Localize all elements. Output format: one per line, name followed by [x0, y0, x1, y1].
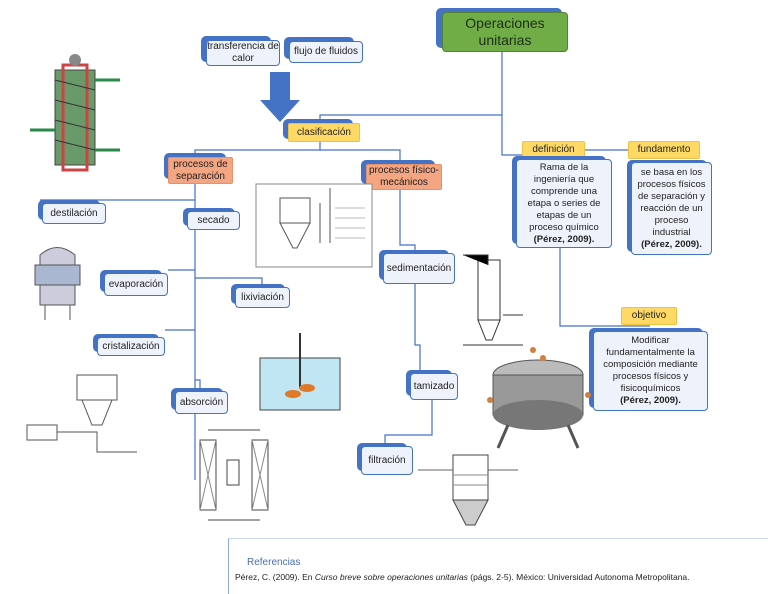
- title-node: Operaciones unitarias: [442, 12, 568, 52]
- citation-book-title: Curso breve sobre operaciones unitarias: [314, 572, 468, 582]
- spray-dryer-illustration: [255, 183, 373, 268]
- objective-citation: (Pérez, 2009).: [620, 395, 681, 406]
- fundament-citation: (Pérez, 2009).: [641, 238, 702, 250]
- node-classification: clasificación: [288, 123, 360, 142]
- absorption-columns-illustration: [199, 429, 269, 521]
- definition-citation: (Pérez, 2009).: [533, 233, 595, 245]
- label-objetivo: objetivo: [621, 307, 677, 325]
- references-section: Referencias Pérez, C. (2009). En Curso b…: [228, 538, 768, 594]
- vibrating-sieve-illustration: [487, 347, 591, 449]
- node-lixiviacion: lixiviación: [235, 287, 290, 308]
- fundament-text: se basa en los procesos físicos de separ…: [637, 166, 706, 238]
- distillation-illustration: [34, 247, 81, 320]
- objective-text: Modificar fundamentalmente la composició…: [603, 335, 698, 394]
- node-sedimentacion: sedimentación: [383, 253, 455, 284]
- label-fundamento: fundamento: [628, 141, 700, 159]
- node-tamizado: tamizado: [410, 373, 458, 400]
- node-evaporacion: evaporación: [104, 273, 168, 296]
- leaching-tank-illustration: [259, 333, 341, 411]
- references-title: Referencias: [247, 557, 301, 568]
- node-filtracion: filtración: [361, 446, 413, 475]
- node-separation-processes: procesos de separación: [168, 157, 233, 184]
- crystallizer-illustration: [26, 374, 137, 453]
- node-absorcion: absorción: [175, 391, 228, 414]
- definition-box: Rama de la ingeniería que comprende una …: [516, 159, 612, 248]
- down-arrow-icon: [260, 72, 300, 122]
- filter-illustration: [418, 454, 518, 526]
- node-cristalizacion: cristalización: [97, 337, 165, 356]
- node-fluid-flow: flujo de fluidos: [289, 41, 363, 63]
- node-mechanical-processes: procesos físico-mecánicos: [366, 164, 442, 190]
- citation-author: Pérez, C. (2009). En: [235, 572, 315, 582]
- objective-box: Modificar fundamentalmente la composició…: [593, 331, 708, 411]
- reference-citation: Pérez, C. (2009). En Curso breve sobre o…: [235, 572, 690, 582]
- node-heat-transfer: transferencia de calor: [206, 40, 280, 66]
- fundament-box: se basa en los procesos físicos de separ…: [631, 162, 712, 255]
- node-secado: secado: [187, 211, 240, 230]
- definition-text: Rama de la ingeniería que comprende una …: [527, 161, 601, 233]
- node-destilacion: destilación: [42, 203, 106, 224]
- sedimentation-illustration: [463, 254, 523, 346]
- citation-publisher: (págs. 2-5). México: Universidad Autonom…: [467, 572, 690, 582]
- heat-exchanger-illustration: [30, 54, 120, 172]
